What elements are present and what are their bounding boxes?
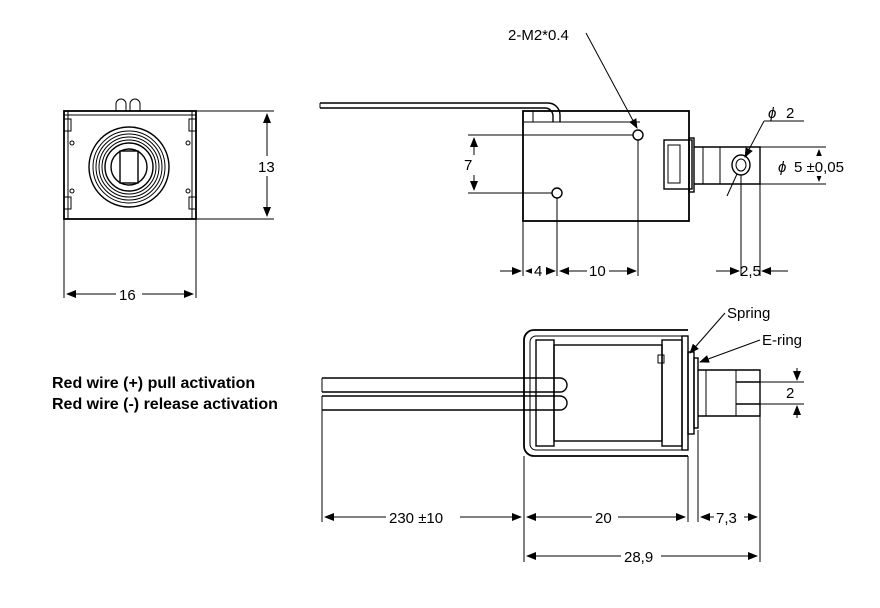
wire-pull-note: Red wire (+) pull activation [52,375,255,392]
front-view [63,98,197,220]
dim-hole-offset: 4 [534,263,542,280]
ering-label: E-ring [762,332,802,349]
screw-hole-upper [632,129,644,141]
wire-release-note: Red wire (-) release activation [52,396,278,413]
dim-front-height: 13 [258,159,275,176]
top-view [321,329,761,457]
front-dimensions: 13 16 [63,110,279,304]
dim-wire-length: 230 ±10 [389,510,443,527]
dim-plunger-stroke: 7,3 [716,510,737,527]
dim-hole-spacing: 10 [589,263,606,280]
dim-overall-length: 28,9 [624,549,653,566]
screw-callout: 2-M2*0.4 [508,27,569,44]
dim-plunger-diameter: 5 ±0,05 [794,159,844,176]
screw-hole-lower [551,187,563,199]
diameter-symbol-pin: ϕ [768,105,776,122]
diameter-symbol-plunger: ϕ [778,159,786,176]
spring-label: Spring [727,305,770,322]
plunger-pin-hole [731,154,751,176]
dim-body-length: 20 [595,510,612,527]
dim-pin-offset: 2,5 [740,263,761,280]
side-view [319,102,761,222]
dim-slot-width: 2 [786,385,794,402]
dim-hole-vertical: 7 [464,157,472,174]
dim-front-width: 16 [119,287,136,304]
side-dimensions: 2-M2*0.4 7 4 10 ϕ 2 ϕ 5 ±0,05 [462,27,856,280]
top-dimensions: Red wire (+) pull activation Red wire (-… [52,305,804,566]
dim-pin-hole: 2 [786,105,794,122]
